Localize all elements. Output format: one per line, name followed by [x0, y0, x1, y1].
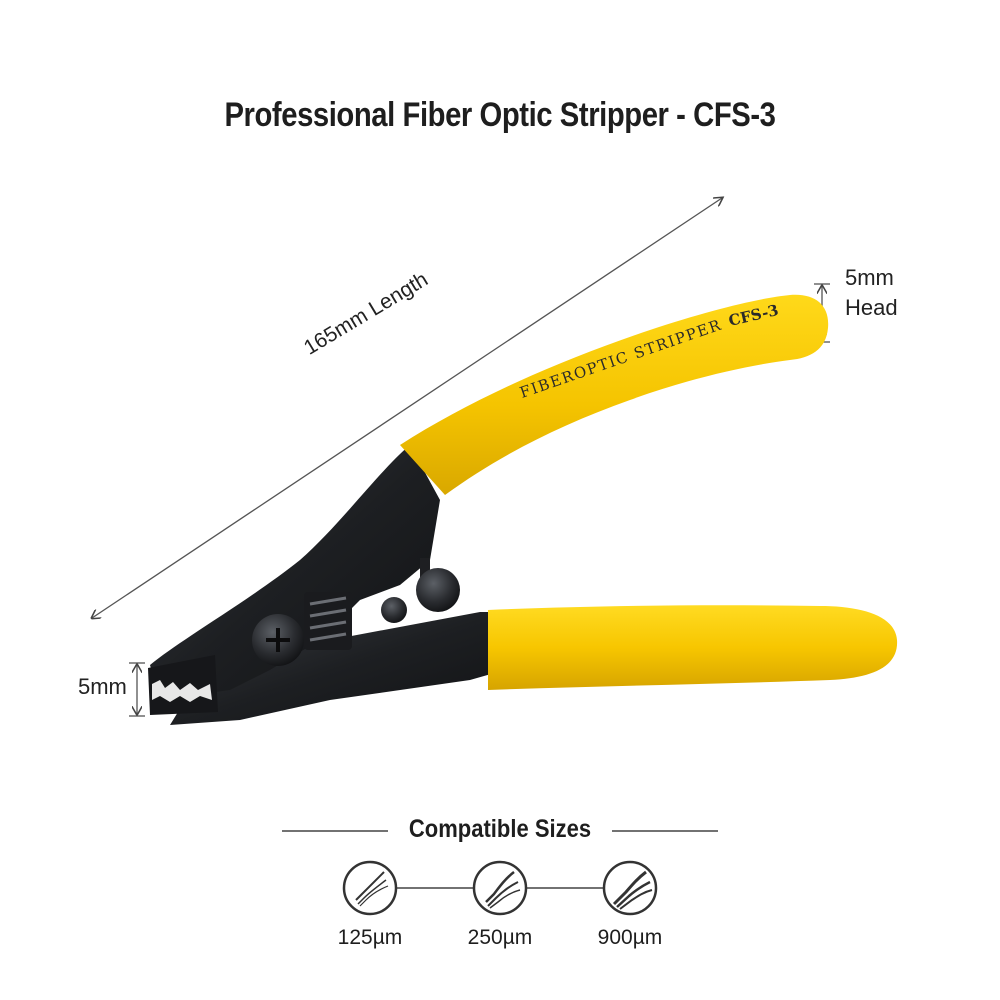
compatible-sizes-heading: Compatible Sizes	[408, 815, 592, 843]
length-dimension-line	[92, 198, 722, 618]
jaw-notches	[152, 680, 212, 702]
page-title: Professional Fiber Optic Stripper - CFS-…	[224, 96, 776, 134]
stripper-tool: FIBEROPTIC STRIPPER CFS-3	[148, 294, 898, 725]
fiber-125-icon	[342, 860, 398, 916]
rivet-icon	[381, 597, 407, 623]
fiber-250-icon	[472, 860, 528, 916]
metal-head	[150, 445, 440, 700]
head-label: Head	[845, 295, 898, 320]
jaw-blades	[148, 655, 218, 715]
size-label-125: 125µm	[337, 926, 403, 949]
lower-handle	[488, 605, 898, 690]
spring-icon	[304, 592, 352, 650]
size-icons-row	[342, 860, 658, 916]
head-size-label: 5mm	[845, 265, 894, 290]
pivot-screw-icon	[252, 614, 304, 666]
fiber-900-icon	[602, 860, 658, 916]
size-label-900: 900µm	[597, 926, 663, 949]
adjustment-knob-icon	[416, 558, 460, 612]
upper-handle	[400, 294, 829, 495]
lower-metal-arm	[170, 612, 505, 725]
jaw-dimension-line	[129, 662, 145, 717]
jaw-size-label: 5mm	[78, 674, 127, 699]
size-label-250: 250µm	[467, 926, 533, 949]
